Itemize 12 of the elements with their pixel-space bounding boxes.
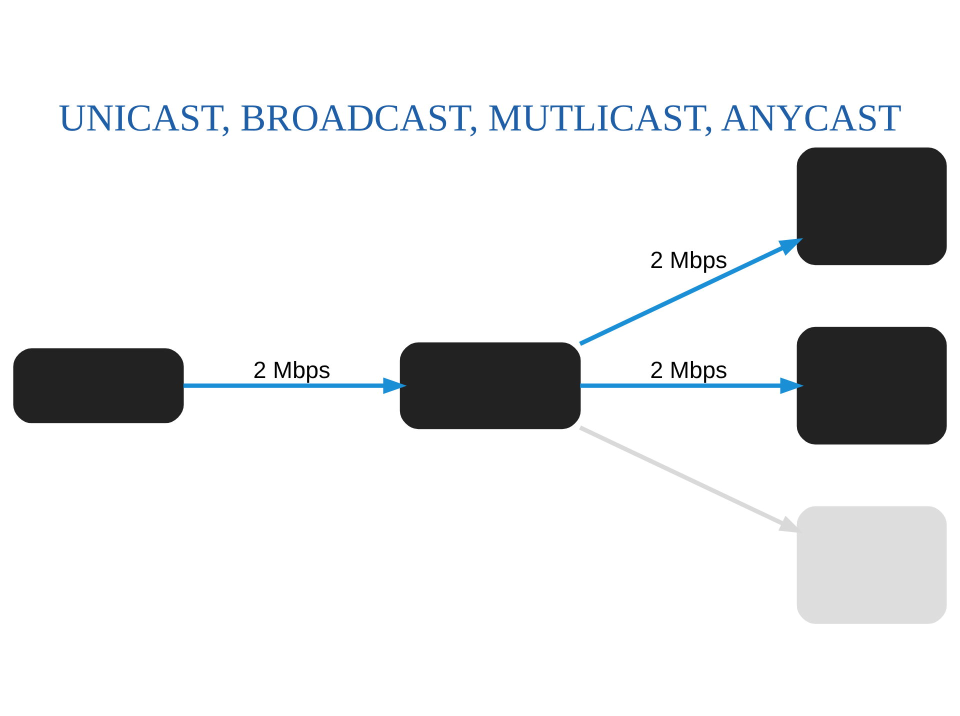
edge-label: 2 Mbps (253, 356, 330, 383)
edge-label: 2 Mbps (650, 246, 728, 272)
node-box (13, 348, 184, 423)
node-box (796, 326, 947, 444)
arrow (183, 376, 407, 394)
arrow (579, 238, 804, 346)
edge-label: 2 Mbps (650, 356, 728, 383)
node-box (400, 342, 581, 429)
node-box (796, 506, 947, 624)
diagram-title: UNICAST, BROADCAST, MUTLICAST, ANYCAST (58, 96, 902, 139)
node-box (796, 147, 947, 265)
arrow (580, 376, 804, 394)
